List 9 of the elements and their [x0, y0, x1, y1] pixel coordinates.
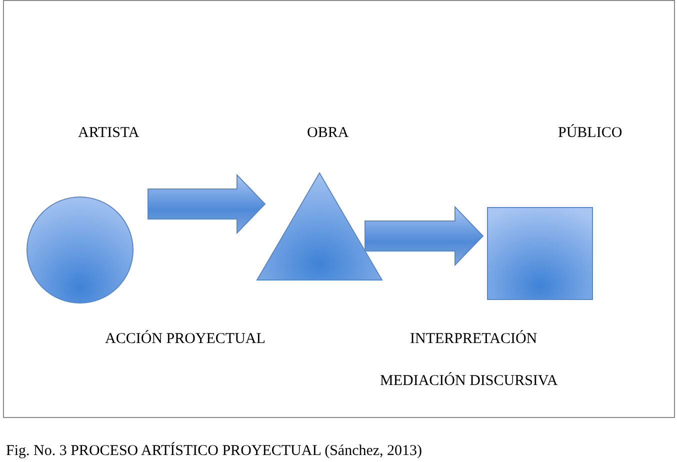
step-label: MEDIACIÓN DISCURSIVA: [380, 372, 558, 390]
step-label: INTERPRETACIÓN: [410, 330, 538, 348]
figure-caption: Fig. No. 3 PROCESO ARTÍSTICO PROYECTUAL (Sánchez, 2013): [6, 442, 422, 460]
node-heading: PÚBLICO: [558, 124, 622, 142]
block-arrow: [364, 206, 484, 266]
step-label: ACCIÓN PROYECTUAL: [105, 330, 266, 348]
node-heading: ARTISTA: [78, 124, 140, 142]
node-heading: OBRA: [307, 124, 349, 142]
block-arrow: [148, 174, 266, 234]
